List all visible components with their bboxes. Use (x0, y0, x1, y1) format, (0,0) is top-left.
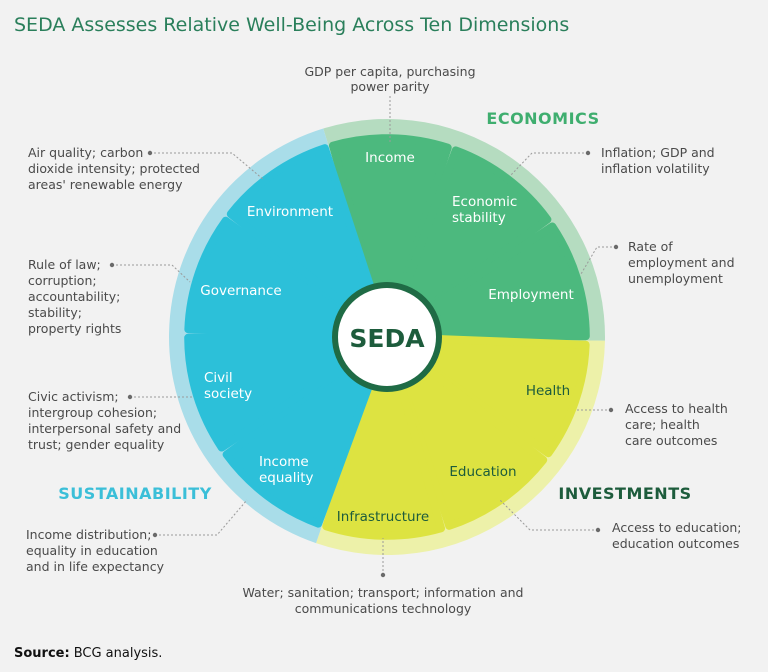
section-label-investments: INVESTMENTS (558, 484, 691, 503)
annotation-education: Access to education;education outcomes (612, 520, 742, 551)
annotation-infrastructure: Water; sanitation; transport; informatio… (243, 585, 524, 616)
annotation-governance: Rule of law;corruption;accountability;st… (28, 257, 121, 336)
section-label-economics: ECONOMICS (486, 109, 599, 128)
annotation-civil-society: Civic activism;intergroup cohesion;inter… (28, 389, 181, 452)
petal-label-infrastructure: Infrastructure (337, 509, 429, 525)
dimension-wheel (184, 134, 590, 540)
petal-label-governance: Governance (200, 283, 281, 299)
petal-label-health: Health (526, 383, 570, 399)
petal-label-income: Income (365, 150, 415, 166)
petal-label-environment: Environment (247, 204, 333, 220)
center-label: SEDA (349, 324, 425, 353)
section-label-sustainability: SUSTAINABILITY (58, 484, 212, 503)
page-title: SEDA Assesses Relative Well-Being Across… (14, 14, 569, 36)
petal-label-education: Education (449, 464, 516, 480)
annotation-income-equality: Income distribution;equality in educatio… (26, 527, 165, 574)
leader-lines (109, 96, 619, 578)
center-circle: SEDA (332, 282, 442, 392)
source-note: Source:BCG analysis. (14, 646, 162, 661)
petal-label-employment: Employment (488, 287, 574, 303)
